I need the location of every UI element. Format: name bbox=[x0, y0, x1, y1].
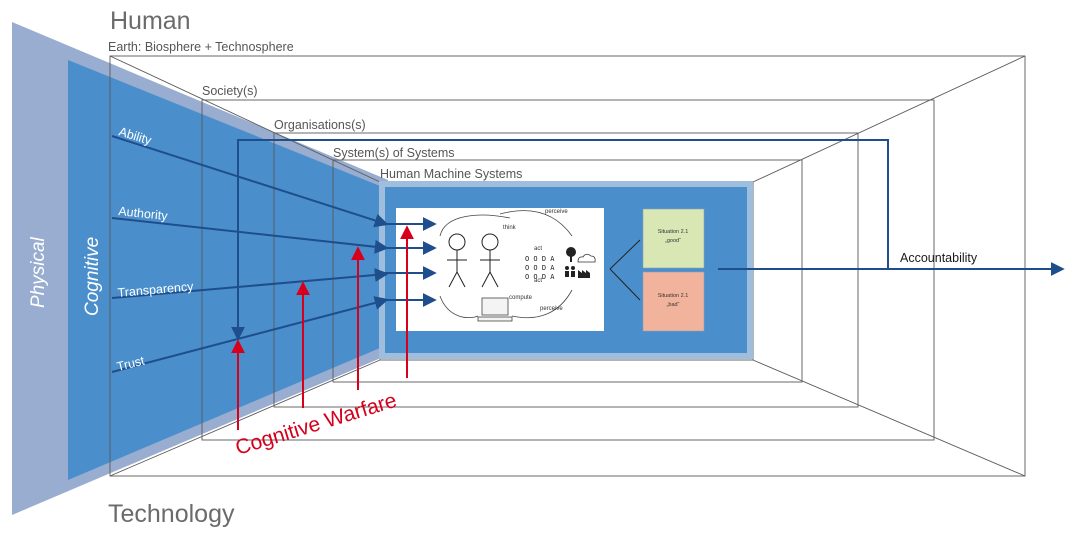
situation-good-title: Situation 2.1 bbox=[658, 229, 689, 235]
tree-icon bbox=[566, 247, 576, 262]
loop-label-act-top: act bbox=[534, 246, 542, 252]
ooda-row: O O D A bbox=[525, 273, 555, 281]
factory-icon bbox=[578, 270, 590, 278]
factor-label-trust: Trust bbox=[115, 353, 146, 373]
technology-title: Technology bbox=[108, 500, 235, 528]
cognitive-label: Cognitive bbox=[82, 237, 103, 316]
factor-label-transparency: Transparency bbox=[117, 279, 195, 300]
layer-label-systems-of-systems: System(s) of Systems bbox=[333, 146, 455, 160]
loop-label-compute: compute bbox=[509, 295, 533, 301]
cloud-icon bbox=[577, 253, 596, 263]
layer-label-human-machine-systems: Human Machine Systems bbox=[380, 167, 522, 181]
physical-label: Physical bbox=[28, 236, 49, 308]
people-icon bbox=[565, 266, 575, 277]
human-title: Human bbox=[110, 7, 191, 35]
outcome-fork bbox=[609, 239, 641, 301]
loop-label-think: think bbox=[503, 225, 517, 231]
factor-label-authority: Authority bbox=[118, 204, 169, 223]
layer-label-organisations: Organisations(s) bbox=[274, 118, 366, 132]
layer-label-earth: Earth: Biosphere + Technosphere bbox=[108, 40, 294, 54]
cognitive-warfare-arrows bbox=[231, 225, 414, 430]
factor-arrows bbox=[111, 135, 389, 373]
loop-arcs bbox=[439, 210, 573, 319]
loop-label-perceive-bottom: perceive bbox=[540, 306, 563, 312]
situation-bad-title: Situation 2.1 bbox=[658, 293, 689, 299]
ooda-row: O O D A bbox=[525, 264, 555, 272]
situation-good-box bbox=[642, 208, 705, 269]
accountability-loop bbox=[231, 139, 1065, 341]
situation-bad-value: „bad“ bbox=[667, 302, 680, 308]
loop-label-act-bottom: act bbox=[534, 278, 542, 284]
ooda-row: O O D A bbox=[525, 255, 555, 263]
human-figure-icon bbox=[480, 233, 500, 288]
accountability-label: Accountability bbox=[900, 251, 978, 265]
human-figure-icon bbox=[447, 233, 467, 288]
situation-bad-box bbox=[642, 271, 705, 332]
loop-label-perceive-top: perceive bbox=[545, 209, 568, 215]
layer-label-society: Society(s) bbox=[202, 84, 258, 98]
computer-icon bbox=[477, 297, 513, 322]
situation-good-value: „good“ bbox=[665, 238, 681, 244]
